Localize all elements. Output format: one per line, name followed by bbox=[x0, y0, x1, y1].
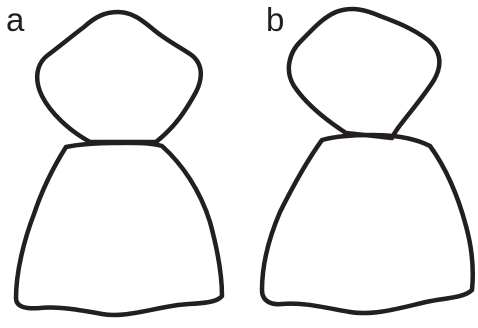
panel-a-upper-shape bbox=[37, 12, 201, 142]
panel-a: a bbox=[6, 1, 222, 315]
panel-a-label: a bbox=[6, 1, 25, 38]
panel-b: b bbox=[262, 1, 473, 313]
panel-b-lower-shape bbox=[262, 135, 473, 313]
panel-a-lower-shape bbox=[16, 143, 222, 315]
panel-b-label: b bbox=[266, 1, 284, 38]
panel-b-upper-shape bbox=[289, 9, 440, 138]
